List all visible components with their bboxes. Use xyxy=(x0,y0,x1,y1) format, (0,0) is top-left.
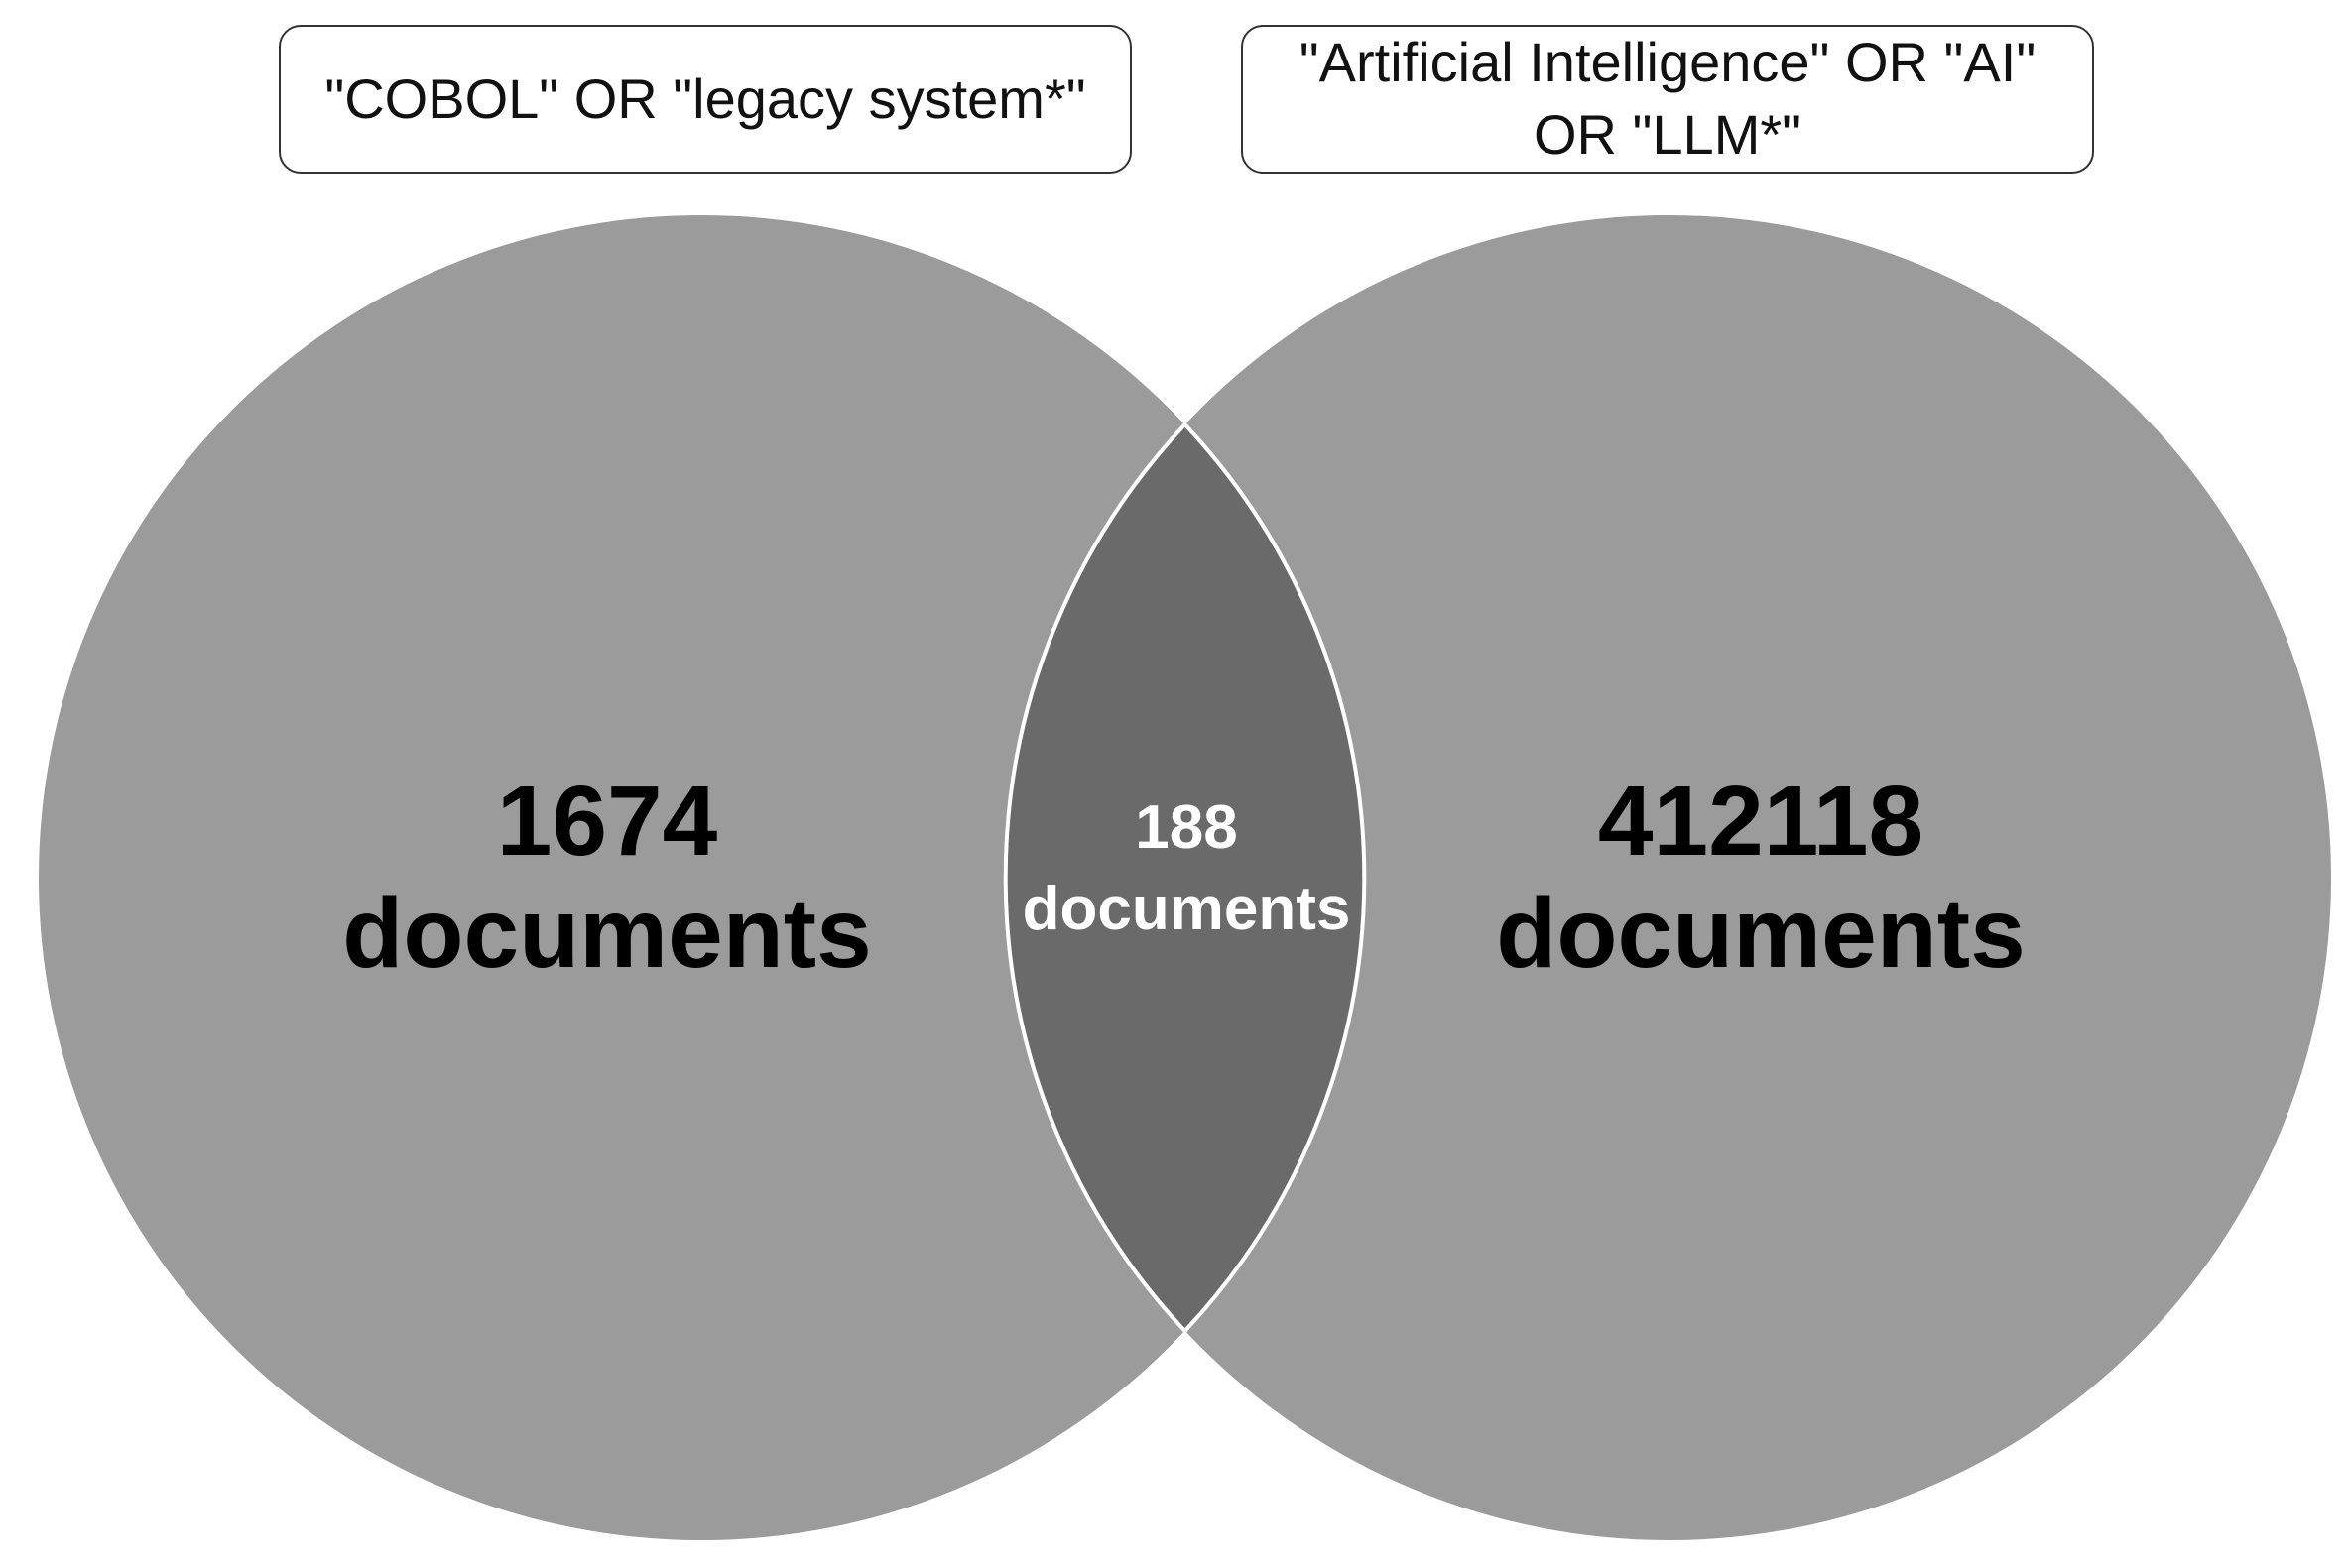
left-set-query-text: "COBOL" OR "legacy system*" xyxy=(324,66,1086,130)
intersection-outline-right xyxy=(1183,422,1367,1333)
right-set-query-label: "Artificial Intelligence" OR "AI" OR "LL… xyxy=(1241,25,2094,174)
left-set-count: 1674 xyxy=(497,766,718,877)
left-set-unit: documents xyxy=(342,878,871,989)
left-set-circle xyxy=(39,215,1364,1540)
right-set-circle xyxy=(1006,215,2331,1540)
right-set-count: 412118 xyxy=(1598,766,1923,877)
intersection-unit: documents xyxy=(1023,875,1351,943)
right-set-unit: documents xyxy=(1496,878,2025,989)
left-set-query-label: "COBOL" OR "legacy system*" xyxy=(279,25,1132,174)
intersection-count: 188 xyxy=(1135,793,1237,862)
intersection-outline-left xyxy=(1003,422,1186,1333)
right-set-query-text: "Artificial Intelligence" OR "AI" OR "LL… xyxy=(1298,31,2037,166)
